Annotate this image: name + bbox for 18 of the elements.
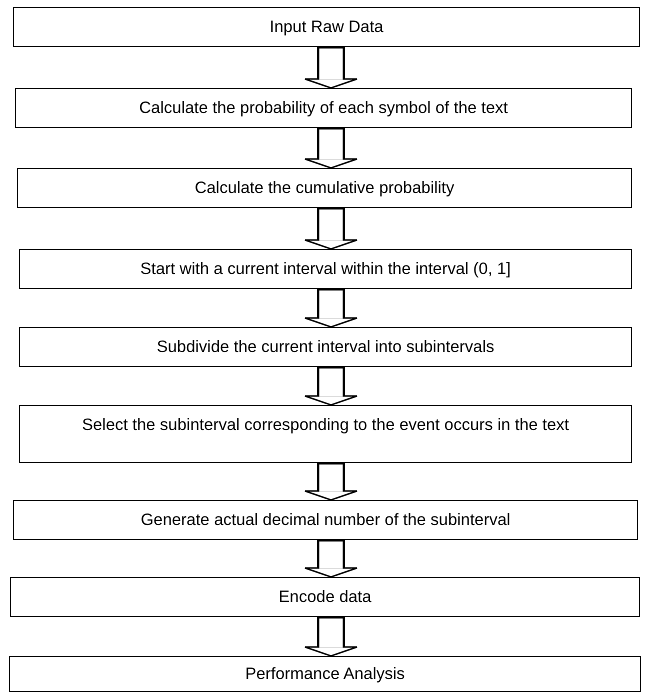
process-box (13, 7, 640, 47)
process-box (19, 249, 632, 289)
process-box (17, 168, 632, 208)
process-box (15, 88, 632, 128)
process-box (13, 500, 638, 540)
step-label: Subdivide the current interval into subintervals (156, 338, 494, 356)
step-label: Calculate the cumulative probability (194, 178, 454, 198)
process-box (10, 577, 640, 617)
step-label: Input Raw Data (270, 18, 384, 36)
process-box (19, 327, 632, 367)
step-label: Select the subinterval corresponding to the event occurs in the text (82, 416, 570, 435)
step-label: Performance Analysis (245, 664, 405, 684)
step-label: Generate actual decimal number of the subinterval (140, 510, 510, 530)
step-label: Start with a current interval within the interval (0, 1] (140, 260, 511, 278)
process-box (9, 656, 641, 692)
step-label: Calculate the probability of each symbol of the text (139, 98, 508, 118)
step-label: Encode data (278, 588, 372, 606)
process-box (19, 405, 632, 463)
